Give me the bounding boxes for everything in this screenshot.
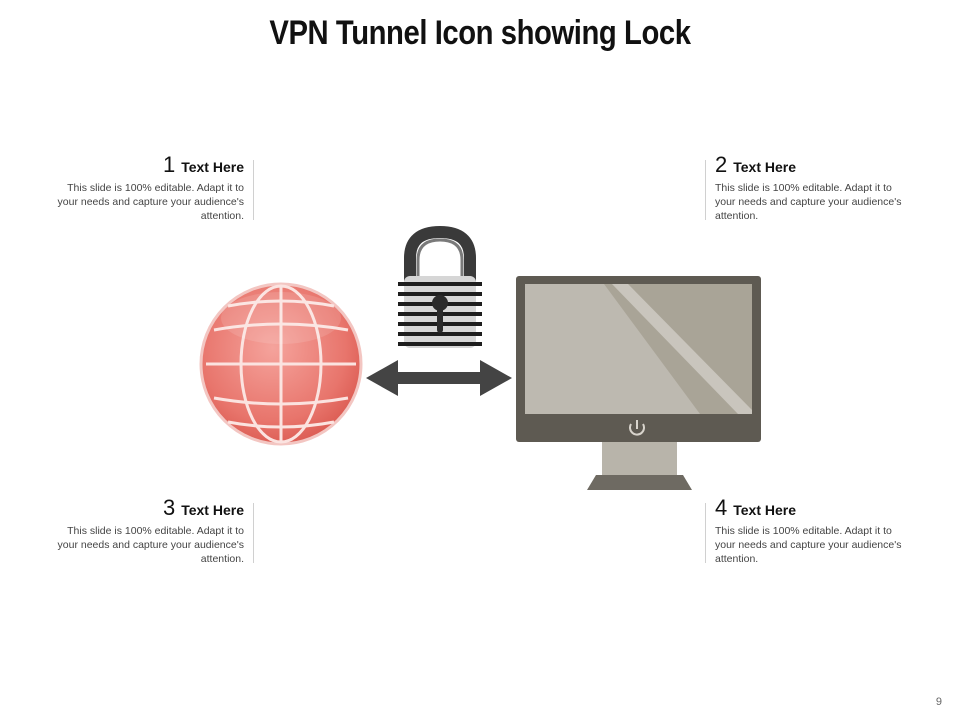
- page-number: 9: [935, 696, 942, 708]
- callout-heading: Text Here: [733, 502, 797, 518]
- callout-number: 3: [162, 495, 176, 520]
- divider: [253, 160, 254, 220]
- callout-2: 2 Text Here This slide is 100% editable.…: [705, 152, 915, 223]
- callout-description: This slide is 100% editable. Adapt it to…: [57, 182, 244, 222]
- callout-description: This slide is 100% editable. Adapt it to…: [715, 525, 902, 565]
- globe-icon: [199, 282, 363, 446]
- callout-heading: Text Here: [181, 502, 244, 518]
- callout-number: 4: [715, 495, 728, 520]
- callout-1: 1 Text Here This slide is 100% editable.…: [44, 152, 254, 223]
- callout-description: This slide is 100% editable. Adapt it to…: [57, 525, 244, 565]
- callout-3: 3 Text Here This slide is 100% editable.…: [44, 495, 254, 566]
- power-icon: [629, 420, 645, 436]
- callout-description: This slide is 100% editable. Adapt it to…: [715, 182, 902, 222]
- double-arrow-icon: [366, 360, 512, 396]
- callout-heading: Text Here: [733, 159, 797, 175]
- callout-number: 2: [715, 152, 728, 177]
- callout-heading: Text Here: [181, 159, 244, 175]
- divider: [705, 503, 706, 563]
- slide-title: VPN Tunnel Icon showing Lock: [269, 14, 691, 52]
- padlock-icon: [398, 225, 482, 348]
- monitor-icon: [516, 276, 761, 490]
- callout-number: 1: [162, 152, 176, 177]
- divider: [253, 503, 254, 563]
- callout-4: 4 Text Here This slide is 100% editable.…: [705, 495, 915, 566]
- divider: [705, 160, 706, 220]
